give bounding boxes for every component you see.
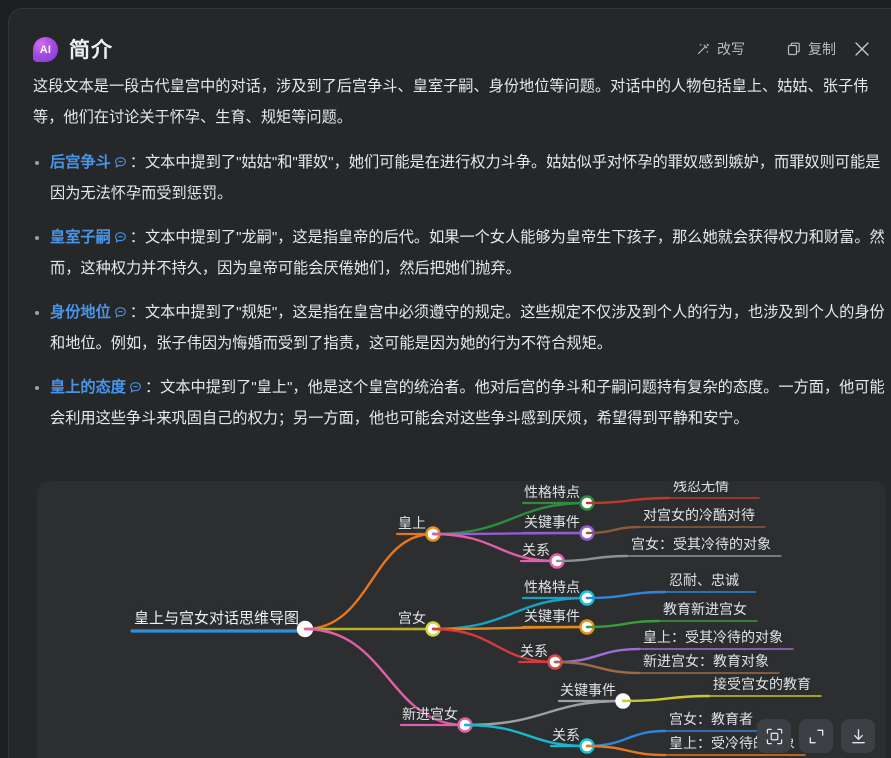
comment-icon[interactable]	[114, 306, 127, 319]
comment-icon[interactable]	[129, 381, 142, 394]
bullet-keyword[interactable]: 身份地位	[50, 304, 111, 321]
mindmap-branch	[553, 660, 641, 675]
mindmap-node-label[interactable]: 皇上	[398, 515, 426, 531]
mindmap-node-label[interactable]: 对宫女的冷酷对待	[643, 507, 755, 523]
intro-header: AI 简介 改写 复制	[9, 9, 891, 71]
bullet-text: ：文本中提到了"姑姑"和"罪奴"，她们可能是在进行权力斗争。姑姑似乎对怀孕的罪奴…	[50, 154, 881, 202]
intro-body: 这段文本是一段古代皇宫中的对话，涉及到了后宫争斗、皇室子嗣、身份地位等问题。对话…	[9, 71, 891, 447]
mindmap-node-label[interactable]: 宫女	[398, 610, 426, 626]
fit-screen-icon	[765, 727, 784, 746]
bullet-text: ：文本中提到了"规矩"，这是指在皇宫中必须遵守的规定。这些规定不仅涉及到个人的行…	[50, 304, 885, 352]
assistant-panel: AI 简介 改写 复制	[8, 8, 891, 758]
mindmap-node-label[interactable]: 皇上与宫女对话思维导图	[134, 610, 300, 627]
intro-bullet-list: 后宫争斗：文本中提到了"姑姑"和"罪奴"，她们可能是在进行权力斗争。姑姑似乎对怀…	[33, 147, 887, 434]
fit-screen-button[interactable]	[757, 719, 791, 753]
mindmap-node-label[interactable]: 接受宫女的教育	[713, 676, 811, 692]
copy-button[interactable]: 复制	[786, 39, 836, 59]
mindmap-branch	[553, 647, 641, 664]
mindmap-branch	[585, 744, 667, 757]
mindmap-canvas[interactable]: 皇上与宫女对话思维导图皇上性格特点残忍无情关键事件对宫女的冷酷对待关系宫女：受其…	[37, 481, 886, 758]
mindmap-branch	[431, 627, 557, 664]
mindmap-node-label[interactable]: 新进宫女	[402, 706, 458, 722]
mindmap-node-label[interactable]: 关系	[522, 542, 550, 558]
mindmap-node-label[interactable]: 宫女：受其冷待的对象	[631, 536, 771, 552]
mindmap-node-label[interactable]: 皇上：受其冷待的对象	[643, 629, 783, 645]
mindmap-node-label[interactable]: 关键事件	[560, 682, 616, 698]
list-item: 皇室子嗣：文本中提到了"龙嗣"，这是指皇帝的后代。如果一个女人能够为皇帝生下孩子…	[33, 222, 887, 284]
ai-badge-icon: AI	[33, 37, 58, 62]
bullet-keyword[interactable]: 皇室子嗣	[50, 229, 111, 246]
mindmap-branch	[585, 590, 667, 600]
mindmap-branch	[585, 619, 661, 629]
comment-icon[interactable]	[114, 156, 127, 169]
list-item: 后宫争斗：文本中提到了"姑姑"和"罪奴"，她们可能是在进行权力斗争。姑姑似乎对怀…	[33, 147, 887, 209]
mindmap-branch	[555, 554, 629, 563]
mindmap-node-label[interactable]: 宫女：教育者	[669, 711, 753, 727]
mindmap-node-label[interactable]: 教育新进宫女	[663, 601, 747, 617]
download-icon	[849, 727, 868, 746]
mindmap-branch	[621, 694, 711, 703]
mindmap-branch	[585, 496, 671, 505]
download-button[interactable]	[841, 719, 875, 753]
rewrite-button[interactable]: 改写	[695, 39, 745, 59]
mindmap-branch	[585, 729, 667, 748]
list-item: 皇上的态度：文本中提到了"皇上"，他是这个皇宫的统治者。他对后宫的争斗和子嗣问题…	[33, 372, 887, 434]
expand-button[interactable]	[799, 719, 833, 753]
mindmap-branch	[463, 699, 625, 727]
mindmap-node-label[interactable]: 关系	[520, 643, 548, 659]
copy-label: 复制	[808, 41, 836, 57]
copy-icon	[786, 41, 802, 57]
bullet-text: ：文本中提到了"龙嗣"，这是指皇帝的后代。如果一个女人能够为皇帝生下孩子，那么她…	[50, 229, 885, 277]
close-button[interactable]	[851, 38, 873, 60]
list-item: 身份地位：文本中提到了"规矩"，这是指在皇宫中必须遵守的规定。这些规定不仅涉及到…	[33, 297, 887, 359]
bullet-keyword[interactable]: 皇上的态度	[50, 379, 126, 396]
mindmap-node-label[interactable]: 关键事件	[524, 514, 580, 530]
mindmap-graph	[130, 495, 822, 757]
mindmap-node-label[interactable]: 性格特点	[524, 579, 580, 595]
mindmap-branch	[303, 627, 467, 727]
mindmap-header: AI 脑图	[9, 433, 891, 477]
mindmap-node-label[interactable]: 关键事件	[524, 608, 580, 624]
comment-icon[interactable]	[114, 231, 127, 244]
mindmap-branch	[431, 501, 589, 536]
intro-paragraph: 这段文本是一段古代皇宫中的对话，涉及到了后宫争斗、皇室子嗣、身份地位等问题。对话…	[33, 78, 869, 126]
magic-wand-icon	[695, 41, 711, 57]
page-title: 简介	[69, 39, 113, 62]
bullet-keyword[interactable]: 后宫争斗	[50, 154, 111, 171]
expand-icon	[807, 727, 826, 746]
rewrite-label: 改写	[717, 41, 745, 57]
mindmap-node-label[interactable]: 忍耐、忠诚	[669, 572, 739, 588]
bullet-text: ：文本中提到了"皇上"，他是这个皇宫的统治者。他对后宫的争斗和子嗣问题持有复杂的…	[50, 379, 885, 427]
mindmap-node-label[interactable]: 新进宫女：教育对象	[643, 653, 769, 669]
mindmap-node-label[interactable]: 关系	[552, 727, 580, 743]
mindmap-node-label[interactable]: 残忍无情	[673, 481, 729, 494]
mindmap-node-label[interactable]: 性格特点	[524, 484, 580, 500]
mindmap-branch	[303, 532, 435, 631]
mindmap-branch	[585, 525, 641, 535]
